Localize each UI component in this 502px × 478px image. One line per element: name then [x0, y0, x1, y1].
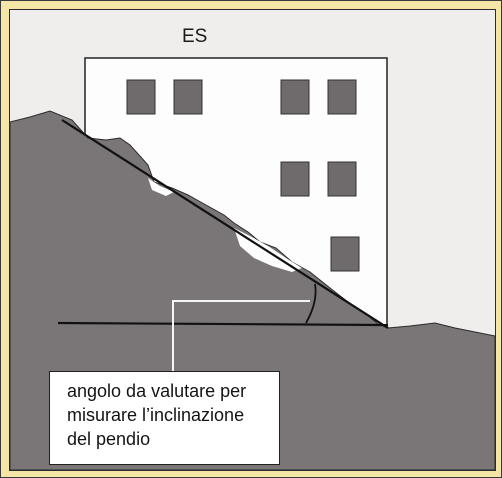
- window: [280, 79, 310, 115]
- window: [327, 79, 357, 115]
- leader-line: [172, 300, 310, 372]
- window: [330, 236, 360, 272]
- terrain-gap: [148, 178, 174, 196]
- annotation-box: angolo da valutare per misurare l’inclin…: [49, 371, 280, 465]
- window: [327, 161, 357, 197]
- window: [280, 161, 310, 197]
- horizontal-line: [57, 321, 389, 327]
- window: [126, 79, 156, 115]
- annotation-line: misurare l’inclinazione: [67, 405, 245, 425]
- angle-arc: [305, 283, 317, 324]
- diagram-panel: ES angolo da valutare per misurare l’inc…: [9, 9, 496, 471]
- building-label: ES: [182, 26, 208, 47]
- window: [173, 79, 203, 115]
- annotation-line: del pendio: [67, 429, 151, 449]
- annotation-line: angolo da valutare per: [67, 381, 247, 401]
- slope-line: [61, 119, 389, 329]
